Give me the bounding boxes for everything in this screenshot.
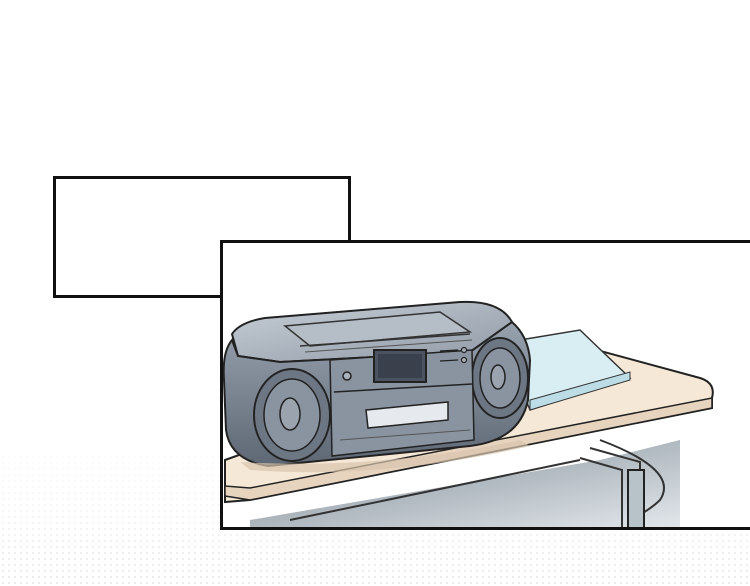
boombox-desk-illustration <box>223 300 714 527</box>
power-knob <box>342 371 352 381</box>
desk-front-edge <box>224 397 713 501</box>
empty-comic-panel <box>53 176 351 298</box>
boombox-shadow <box>240 440 530 473</box>
boombox-scene-panel <box>220 240 750 530</box>
desk-leg-right <box>627 469 645 527</box>
boombox-handle-plate <box>283 311 473 347</box>
side-buttons <box>439 346 468 364</box>
cassette-slot <box>365 401 449 429</box>
